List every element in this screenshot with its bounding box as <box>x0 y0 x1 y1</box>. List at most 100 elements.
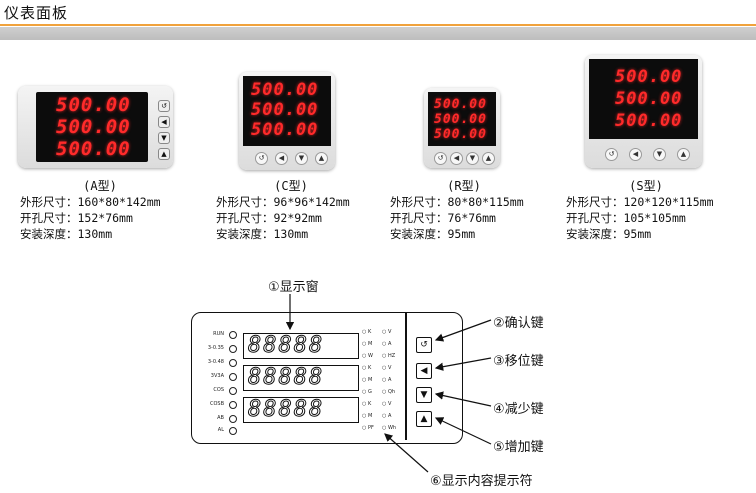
meter-s-down-icon: ▼ <box>653 148 666 161</box>
unit-indicator: ○ A <box>382 341 392 347</box>
led-label: AB <box>217 415 224 421</box>
unit-indicator: ○ A <box>382 413 392 419</box>
spec-s-hole: 开孔尺寸：105*105mm <box>566 211 686 225</box>
meter-r-image: 500.00 500.00 500.00 ↺ ◀ ▼ ▲ <box>424 88 500 168</box>
section-title: 仪表面板 <box>4 4 69 22</box>
panel-diagram: RUN 3-0.35 3-0.48 3V3A COS COSB AB AL 88… <box>191 312 463 444</box>
meter-r-shift-icon: ◀ <box>450 152 463 165</box>
callout-shift-key: ③移位键 <box>493 354 544 369</box>
spec-a-hole: 开孔尺寸：152*76mm <box>20 211 133 225</box>
led-indicator <box>229 415 237 423</box>
digit-row-1: 88888 <box>247 333 325 358</box>
spec-s-outer: 外形尺寸：120*120*115mm <box>566 195 714 209</box>
meter-s-image: 500.00 500.00 500.00 ↺ ◀ ▼ ▲ <box>585 55 702 168</box>
unit-indicator: ○ PF <box>362 425 374 431</box>
unit-indicator: ○ HZ <box>382 353 396 359</box>
unit-indicator: ○ V <box>382 365 392 371</box>
meter-s-up-icon: ▲ <box>677 148 690 161</box>
meter-a-confirm-icon: ↺ <box>158 100 170 112</box>
callout-increase-key: ⑤增加键 <box>493 440 544 455</box>
meter-c-row-2: 500.00 <box>251 100 319 120</box>
meter-s-row-1: 500.00 <box>615 67 683 87</box>
spec-r-type: (R型) <box>447 179 481 193</box>
spec-s: (S型) 外形尺寸：120*120*115mm 开孔尺寸：105*105mm 安… <box>566 178 752 242</box>
led-label: AL <box>217 427 224 433</box>
led-indicator <box>229 331 237 339</box>
led-indicator <box>229 359 237 367</box>
spec-c: (C型) 外形尺寸：96*96*142mm 开孔尺寸：92*92mm 安装深度：… <box>216 178 391 242</box>
meter-s-confirm-icon: ↺ <box>605 148 618 161</box>
meter-s-row-2: 500.00 <box>615 89 683 109</box>
unit-indicator: ○ K <box>362 329 372 335</box>
key-column-divider <box>405 313 407 440</box>
display-window-2: 88888 <box>243 365 359 391</box>
unit-indicator: ○ K <box>362 401 372 407</box>
led-label: COSB <box>209 401 224 407</box>
callout-confirm-key: ②确认键 <box>493 316 544 331</box>
meter-c-row-3: 500.00 <box>251 120 319 140</box>
meter-a-down-icon: ▼ <box>158 132 170 144</box>
spec-a-outer: 外形尺寸：160*80*142mm <box>20 195 161 209</box>
spec-c-type: (C型) <box>274 179 308 193</box>
meter-a-shift-icon: ◀ <box>158 116 170 128</box>
spec-a: (A型) 外形尺寸：160*80*142mm 开孔尺寸：152*76mm 安装深… <box>20 178 200 242</box>
meter-s-row-3: 500.00 <box>615 111 683 131</box>
meter-r-row-3: 500.00 <box>434 127 487 142</box>
digit-row-3: 88888 <box>247 397 325 422</box>
spec-s-depth: 安装深度：95mm <box>566 227 652 241</box>
unit-indicator: ○ G <box>362 389 372 395</box>
unit-indicator: ○ M <box>362 413 373 419</box>
display-window-1: 88888 <box>243 333 359 359</box>
callout-decrease-key: ④减少键 <box>493 402 544 417</box>
meter-a-face: 500.00 500.00 500.00 <box>36 92 148 162</box>
meter-r-confirm-icon: ↺ <box>434 152 447 165</box>
meter-c-up-icon: ▲ <box>315 152 328 165</box>
meter-s-face: 500.00 500.00 500.00 <box>589 59 698 139</box>
meter-a-row-2: 500.00 <box>56 116 131 138</box>
led-indicator <box>229 401 237 409</box>
led-label: RUN <box>213 331 224 337</box>
spec-r: (R型) 外形尺寸：80*80*115mm 开孔尺寸：76*76mm 安装深度：… <box>390 178 560 242</box>
led-indicator <box>229 373 237 381</box>
unit-indicator: ○ A <box>382 377 392 383</box>
unit-indicator: ○ M <box>362 341 373 347</box>
meter-r-down-icon: ▼ <box>466 152 479 165</box>
spec-c-depth: 安装深度：130mm <box>216 227 309 241</box>
unit-indicator: ○ M <box>362 377 373 383</box>
meter-r-face: 500.00 500.00 500.00 <box>428 92 496 146</box>
meter-c-confirm-icon: ↺ <box>255 152 268 165</box>
led-indicator <box>229 427 237 435</box>
spec-r-hole: 开孔尺寸：76*76mm <box>390 211 496 225</box>
led-label: 3V3A <box>210 373 224 379</box>
spec-r-depth: 安装深度：95mm <box>390 227 476 241</box>
callout-display-window: ①显示窗 <box>268 280 319 295</box>
spec-c-hole: 开孔尺寸：92*92mm <box>216 211 322 225</box>
spec-a-type: (A型) <box>83 179 117 193</box>
meter-a-image: 500.00 500.00 500.00 ↺ ◀ ▼ ▲ <box>18 86 173 168</box>
led-label: 3-0.48 <box>207 359 224 365</box>
display-window-3: 88888 <box>243 397 359 423</box>
unit-indicator: ○ Wh <box>382 425 397 431</box>
unit-indicator: ○ Qh <box>382 389 396 395</box>
spec-c-outer: 外形尺寸：96*96*142mm <box>216 195 350 209</box>
spec-r-outer: 外形尺寸：80*80*115mm <box>390 195 524 209</box>
led-label: COS <box>213 387 224 393</box>
led-indicator <box>229 387 237 395</box>
meter-s-shift-icon: ◀ <box>629 148 642 161</box>
header-bar <box>0 27 756 40</box>
spec-a-depth: 安装深度：130mm <box>20 227 113 241</box>
unit-indicator: ○ W <box>362 353 373 359</box>
decrease-key-icon: ▼ <box>416 387 432 403</box>
meter-r-row-1: 500.00 <box>434 97 487 112</box>
meter-c-shift-icon: ◀ <box>275 152 288 165</box>
led-label: 3-0.35 <box>207 345 224 351</box>
section-header: 仪表面板 <box>0 0 756 40</box>
unit-indicator: ○ V <box>382 401 392 407</box>
meter-c-face: 500.00 500.00 500.00 <box>243 76 331 146</box>
meter-r-row-2: 500.00 <box>434 112 487 127</box>
led-indicator <box>229 345 237 353</box>
meter-c-row-1: 500.00 <box>251 80 319 100</box>
meter-a-row-1: 500.00 <box>56 94 131 116</box>
meter-a-up-icon: ▲ <box>158 148 170 160</box>
callout-indicator: ⑥显示内容提示符 <box>430 474 533 489</box>
